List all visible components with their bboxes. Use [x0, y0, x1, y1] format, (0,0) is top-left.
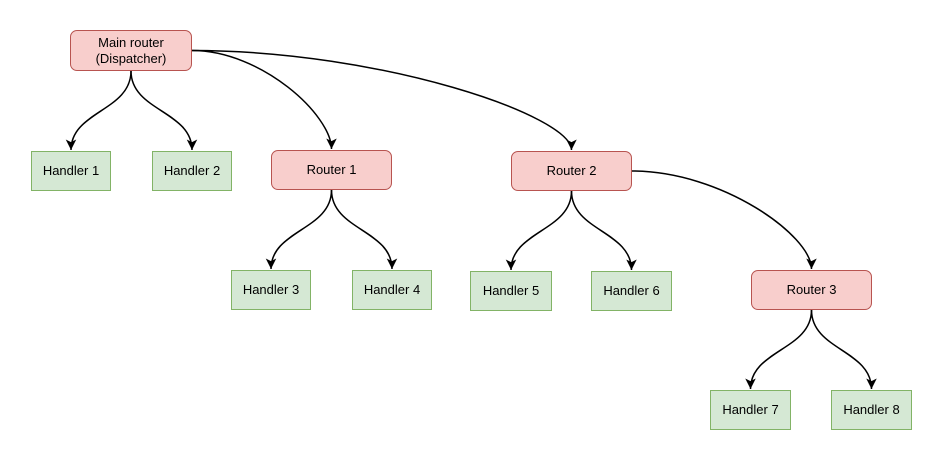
node-label-handler-5: Handler 5: [482, 283, 540, 298]
node-label-handler-3: Handler 3: [242, 282, 300, 297]
node-label-handler-4: Handler 4: [363, 282, 421, 297]
node-label-router-3: Router 3: [786, 282, 837, 297]
node-handler-4[interactable]: Handler 4: [352, 270, 432, 310]
node-main-router[interactable]: Main router (Dispatcher): [70, 30, 192, 71]
edge-main-router-to-router-2: [191, 49, 577, 151]
node-label-router-1: Router 1: [306, 162, 357, 177]
node-label-handler-6: Handler 6: [603, 283, 660, 298]
edge-router-3-to-handler-7: [745, 309, 813, 390]
node-label-handler-7: Handler 7: [722, 402, 779, 417]
node-label-handler-1: Handler 1: [42, 163, 100, 178]
edge-router-2-to-handler-6: [570, 190, 637, 271]
node-router-3[interactable]: Router 3: [751, 270, 872, 310]
edge-main-router-to-handler-2: [130, 70, 198, 151]
node-handler-2[interactable]: Handler 2: [152, 151, 232, 191]
edge-main-router-to-router-1: [191, 49, 337, 150]
node-router-1[interactable]: Router 1: [271, 150, 392, 190]
edge-router-2-to-handler-5: [505, 190, 573, 271]
edge-router-2-to-router-3: [631, 170, 817, 270]
edge-router-1-to-handler-3: [265, 189, 333, 270]
node-label-main-router: Main router (Dispatcher): [95, 34, 167, 66]
node-label-handler-8: Handler 8: [843, 402, 900, 417]
node-handler-3[interactable]: Handler 3: [231, 270, 311, 310]
edge-main-router-to-handler-1: [65, 70, 132, 151]
node-handler-5[interactable]: Handler 5: [470, 271, 552, 311]
edge-router-3-to-handler-8: [810, 309, 877, 390]
node-handler-7[interactable]: Handler 7: [710, 390, 791, 430]
node-handler-1[interactable]: Handler 1: [31, 151, 111, 191]
node-router-2[interactable]: Router 2: [511, 151, 632, 191]
node-label-router-2: Router 2: [546, 163, 597, 178]
node-handler-6[interactable]: Handler 6: [591, 271, 672, 311]
node-label-handler-2: Handler 2: [163, 163, 221, 178]
node-handler-8[interactable]: Handler 8: [831, 390, 912, 430]
edge-router-1-to-handler-4: [330, 189, 398, 270]
